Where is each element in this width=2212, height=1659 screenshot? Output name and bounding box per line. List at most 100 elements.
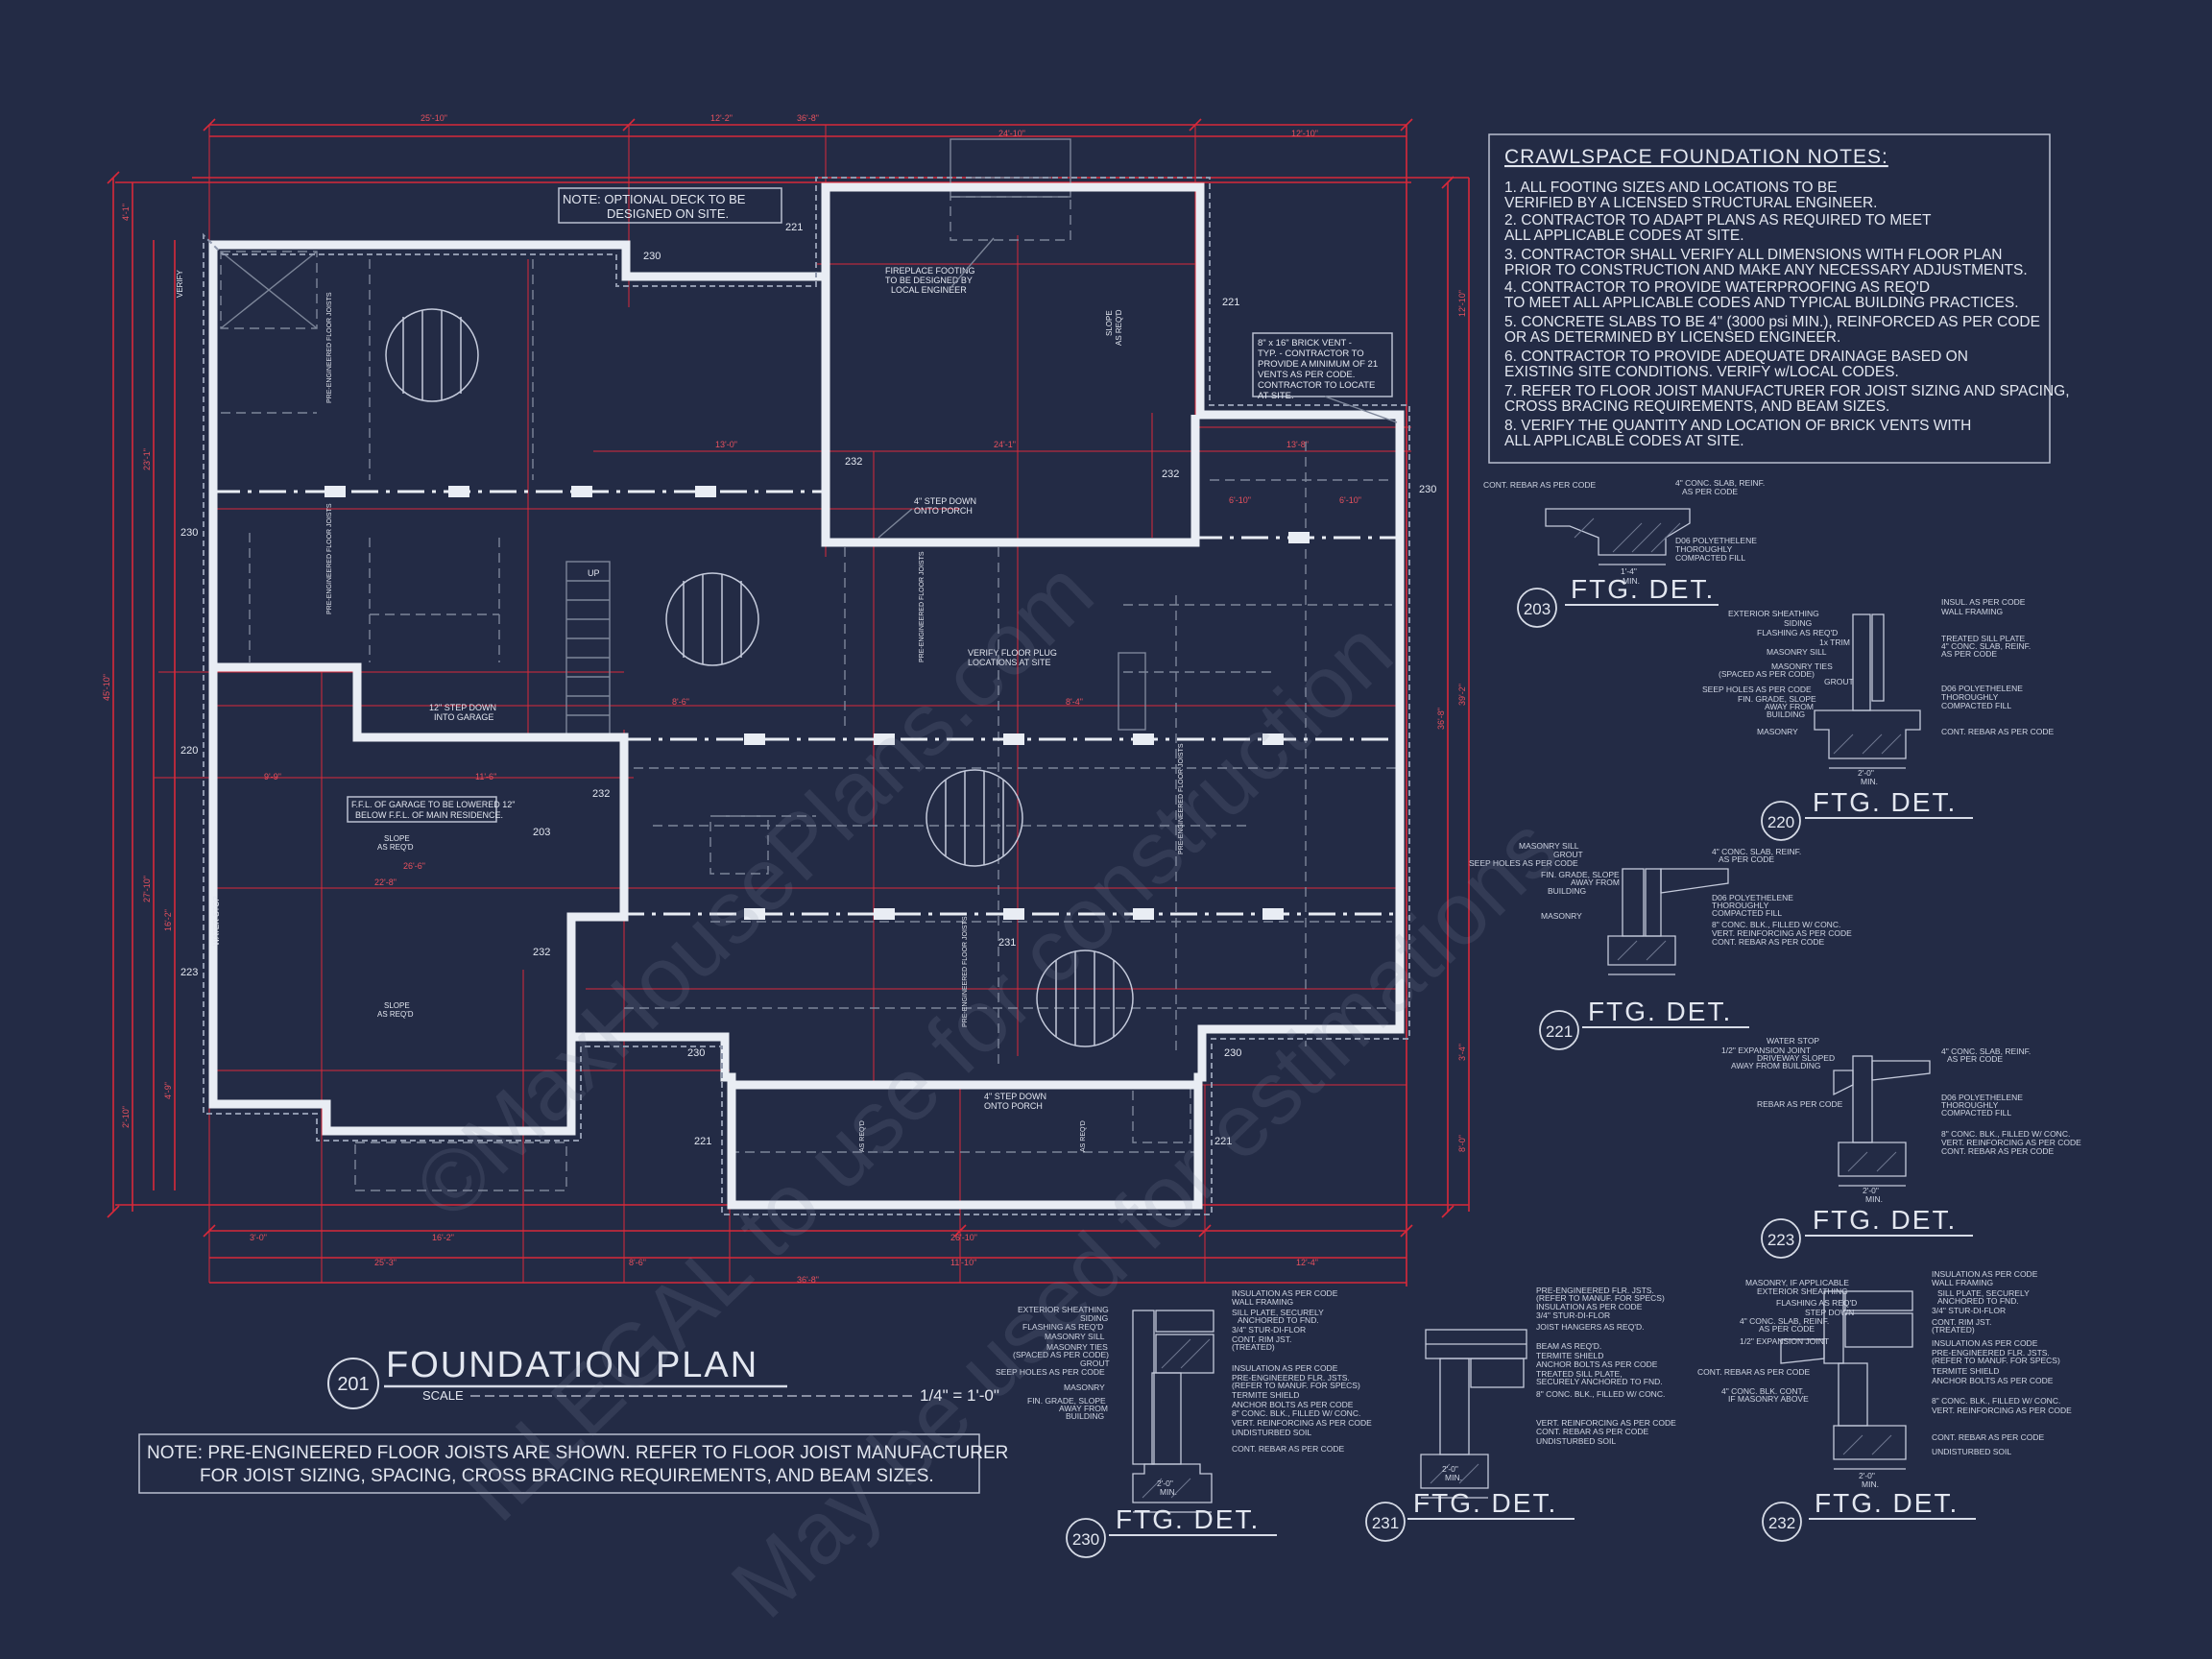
d221-l1: GROUT (1553, 850, 1583, 859)
tag-232-b: 232 (845, 456, 862, 468)
d230-l1: SIDING (1080, 1313, 1108, 1323)
dim-right-2: 39'-2" (1457, 684, 1467, 706)
d220-title: FTG. DET. (1813, 787, 1957, 817)
d230-l22: TERMITE SHIELD (1232, 1390, 1299, 1400)
tag-203: 203 (533, 827, 550, 838)
d220-l7: GROUT (1824, 677, 1854, 686)
water-stop-label: WATER STOP (212, 896, 221, 946)
vent-note-5: CONTRACTOR TO LOCATE (1258, 380, 1375, 391)
d220-l21: CONT. REBAR AS PER CODE (1941, 727, 2054, 736)
tag-230-d: 230 (687, 1047, 705, 1059)
d221-l6: MASONRY (1541, 911, 1582, 921)
d220-l23: MIN. (1861, 777, 1878, 786)
d231-l3: 3/4" STUR-DI-FLOR (1536, 1310, 1610, 1320)
dim-bottom-2: 16'-2" (432, 1233, 454, 1242)
d220-l20: COMPACTED FILL (1941, 701, 2011, 710)
detail-221: MASONRY SILL GROUT SEEP HOLES AS PER COD… (1469, 841, 1852, 1050)
d221-l7: 4" CONC. SLAB, REINF. (1712, 847, 1801, 856)
plan-title: FOUNDATION PLAN (386, 1345, 758, 1385)
dim-in-11: 22'-8" (374, 878, 397, 887)
d220-l13: INSUL. AS PER CODE (1941, 597, 2026, 607)
d230-l14: SILL PLATE, SECURELY (1232, 1308, 1324, 1317)
d220-l16: 4" CONC. SLAB, REINF. (1941, 641, 2031, 651)
dim-left-3: 45'-10" (102, 674, 111, 701)
d223-l10: 8" CONC. BLK., FILLED W/ CONC. (1941, 1129, 2070, 1139)
d230-l26: UNDISTURBED SOIL (1232, 1428, 1311, 1437)
d221-number: 221 (1546, 1022, 1573, 1041)
dim-bottom-3: 25'-3" (374, 1258, 397, 1267)
d220-l15: TREATED SILL PLATE (1941, 634, 2026, 643)
joist-label-5: PRE-ENGINEERED FLOOR JOISTS (962, 916, 969, 1027)
d203-l1: 4" CONC. SLAB, REINF. (1675, 478, 1765, 488)
d230-l25: VERT. REINFORCING AS PER CODE (1232, 1418, 1372, 1428)
d232-l8: 4" CONC. BLK. CONT. (1721, 1386, 1804, 1396)
d232-l15: CONT. RIM JST. (1932, 1317, 1991, 1327)
tag-221-d: 221 (1214, 1136, 1232, 1147)
d221-l12: 8" CONC. BLK., FILLED W/ CONC. (1712, 920, 1840, 929)
slope-garage-1: SLOPE (384, 834, 410, 843)
joist-label-2: PRE-ENGINEERED FLOOR JOISTS (326, 503, 333, 614)
garage-note-2: BELOW F.F.L. OF MAIN RESIDENCE. (355, 810, 503, 820)
d231-l8: TREATED SILL PLATE, (1536, 1369, 1623, 1379)
note-8a: 8. VERIFY THE QUANTITY AND LOCATION OF B… (1504, 418, 1971, 434)
d223-l5: 4" CONC. SLAB, REINF. (1941, 1046, 2031, 1056)
verify-plug-1: VERIFY FLOOR PLUG (968, 648, 1057, 658)
fireplace-note-3: LOCAL ENGINEER (891, 285, 967, 295)
vent-note-1: 8" x 16" BRICK VENT - (1258, 338, 1352, 349)
detail-tags: 230 221 221 230 232 232 230 220 232 203 … (180, 222, 1436, 1147)
d220-number: 220 (1767, 813, 1794, 831)
d230-l12: INSULATION AS PER CODE (1232, 1288, 1338, 1298)
dim-in-4: 6'-10" (1229, 495, 1251, 505)
d231-l0: PRE-ENGINEERED FLR. JSTS. (1536, 1286, 1654, 1295)
note-6b: EXISTING SITE CONDITIONS. VERIFY w/LOCAL… (1504, 364, 1899, 380)
tag-221-b: 221 (1222, 297, 1239, 308)
d223-l11: VERT. REINFORCING AS PER CODE (1941, 1138, 2081, 1147)
dim-right-4: 3'-4" (1457, 1044, 1467, 1061)
step-down-garage-1: 12" STEP DOWN (429, 703, 496, 712)
d220-l19: THOROUGHLY (1941, 692, 1999, 702)
d232-l7: CONT. REBAR AS PER CODE (1697, 1367, 1810, 1377)
d230-l8: MASONRY (1064, 1382, 1105, 1392)
plan-number: 201 (337, 1374, 369, 1395)
tag-232-d: 232 (533, 947, 550, 958)
step-down-porch-top-2: ONTO PORCH (914, 506, 973, 516)
d223-l4: REBAR AS PER CODE (1757, 1099, 1843, 1109)
d230-l21: (REFER TO MANUF. FOR SPECS) (1232, 1381, 1360, 1390)
detail-230: EXTERIOR SHEATHING SIDING FLASHING AS RE… (996, 1288, 1372, 1558)
d232-l26: 2'-0" (1859, 1471, 1875, 1480)
detail-220: EXTERIOR SHEATHING SIDING FLASHING AS RE… (1702, 597, 2054, 841)
deck-note-line2: DESIGNED ON SITE. (607, 206, 729, 221)
note-3b: PRIOR TO CONSTRUCTION AND MAKE ANY NECES… (1504, 262, 2028, 278)
d223-number: 223 (1767, 1231, 1794, 1249)
note-7b: CROSS BRACING REQUIREMENTS, AND BEAM SIZ… (1504, 398, 1889, 415)
d230-l2: FLASHING AS REQ'D (1022, 1322, 1103, 1332)
note-2b: ALL APPLICABLE CODES AT SITE. (1504, 228, 1744, 244)
d231-l7: ANCHOR BOLTS AS PER CODE (1536, 1359, 1658, 1369)
d230-l27: CONT. REBAR AS PER CODE (1232, 1444, 1344, 1454)
note-8b: ALL APPLICABLE CODES AT SITE. (1504, 433, 1744, 449)
d231-l14: 2'-0" (1442, 1464, 1458, 1474)
d203-l5: COMPACTED FILL (1675, 553, 1745, 563)
d230-number: 230 (1072, 1530, 1099, 1549)
d220-l5: MASONRY TIES (1771, 661, 1833, 671)
d230-l19: INSULATION AS PER CODE (1232, 1363, 1338, 1373)
dim-left-7: 4'-9" (163, 1082, 173, 1099)
tag-232-a: 232 (1162, 469, 1179, 480)
d221-l13: VERT. REINFORCING AS PER CODE (1712, 928, 1852, 938)
dim-in-9: 11'-6" (475, 772, 496, 781)
vent-note-3: PROVIDE A MINIMUM OF 21 (1258, 359, 1378, 370)
plan-number-circle (327, 1358, 379, 1409)
d230-l10: AWAY FROM (1059, 1404, 1108, 1413)
d231-l4: JOIST HANGERS AS REQ'D. (1536, 1322, 1644, 1332)
tag-230-e: 230 (1224, 1047, 1241, 1059)
d230-l15: ANCHORED TO FND. (1238, 1315, 1319, 1325)
dim-top-1: 25'-10" (421, 113, 447, 123)
dim-bottom-4: 8'-6" (629, 1258, 646, 1267)
d232-l22: 8" CONC. BLK., FILLED W/ CONC. (1932, 1396, 2060, 1406)
d230-l28: 2'-0" (1157, 1479, 1173, 1488)
dim-bottom-6: 11'-10" (950, 1258, 976, 1267)
vent-note-4: VENTS AS PER CODE. (1258, 370, 1355, 380)
tag-221-a: 221 (785, 222, 803, 233)
tag-230-b: 230 (1419, 484, 1436, 495)
